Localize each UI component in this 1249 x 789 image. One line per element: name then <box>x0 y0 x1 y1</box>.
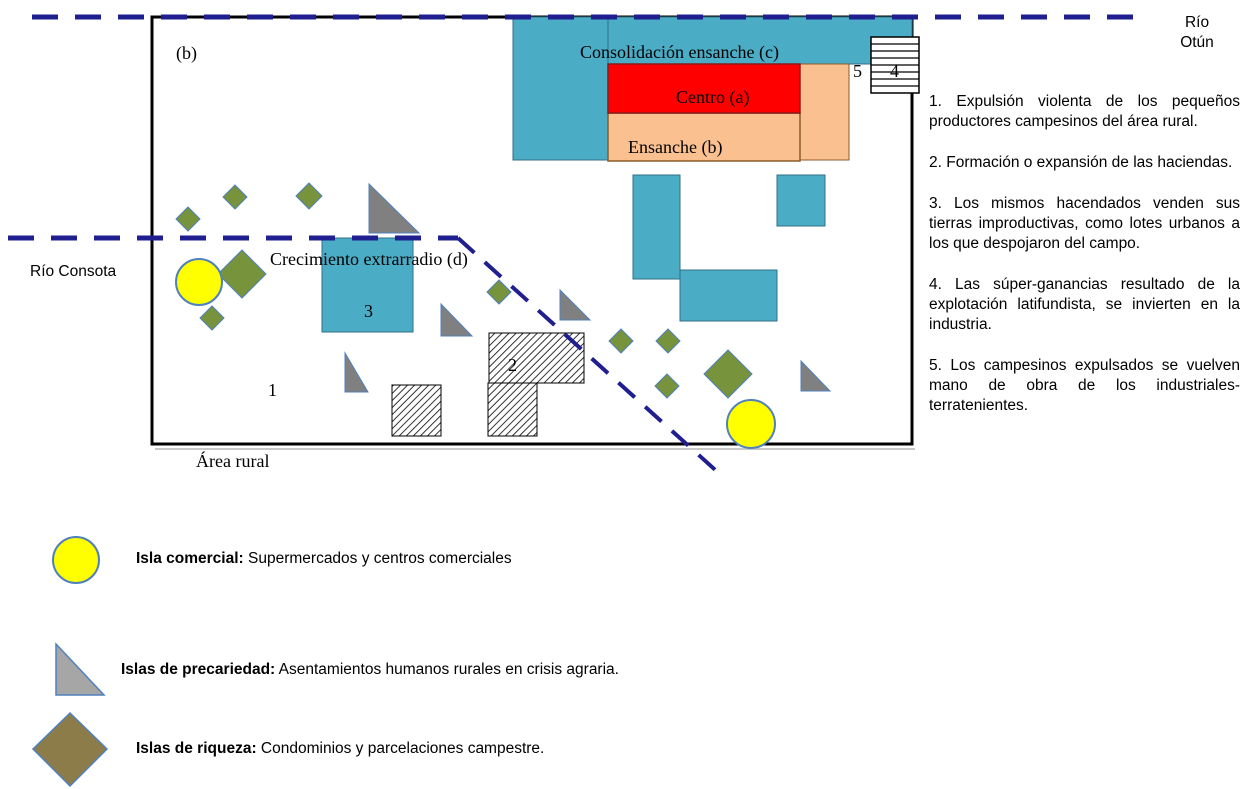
legend-riqueza: Islas de riqueza: Condominios y parcelac… <box>136 740 544 758</box>
riqueza-diamond <box>654 373 680 399</box>
hacienda-block-bottom <box>487 382 538 437</box>
extrarradio-block-small <box>776 174 826 227</box>
legend-comercial-term: Isla comercial: <box>136 550 244 567</box>
riqueza-diamond <box>199 305 225 331</box>
label-crecimiento: Crecimiento extrarradio (d) <box>270 249 468 270</box>
note-5: 5. Los campesinos expulsados se vuelven … <box>929 357 1240 414</box>
legend-precariedad-term: Islas de precariedad: <box>121 661 276 678</box>
riqueza-diamond <box>217 249 267 299</box>
rio-consota-label: Río Consota <box>30 263 117 280</box>
precariedad-triangle <box>800 359 832 392</box>
rio-otun-label: Río Otún <box>1167 13 1227 53</box>
centro-block <box>607 63 801 114</box>
legend-riqueza-desc: Condominios y parcelaciones campestre. <box>256 740 545 757</box>
note-3: 3. Los mismos hacendados venden sus tier… <box>929 195 1240 252</box>
precariedad-triangle <box>440 302 474 337</box>
legend-precariedad: Islas de precariedad: Asentamientos huma… <box>121 661 619 679</box>
label-centro: Centro (a) <box>676 87 749 108</box>
riqueza-diamond <box>295 182 323 210</box>
comercial-circle <box>726 399 776 449</box>
legend-comercial: Isla comercial: Supermercados y centros … <box>136 550 512 568</box>
consolidacion-block-left <box>512 16 609 161</box>
label-consolidacion: Consolidación ensanche (c) <box>580 42 779 63</box>
legend-precariedad-icon <box>55 642 106 696</box>
ensanche-block-right <box>799 63 850 161</box>
label-area-rural: Área rural <box>196 450 269 471</box>
riqueza-diamond <box>175 206 201 232</box>
legend-riqueza-term: Islas de riqueza: <box>136 740 257 757</box>
riqueza-diamonds <box>175 182 753 399</box>
hacienda-block-top <box>488 332 585 384</box>
precariedad-triangle <box>368 182 421 234</box>
label-number-1: 1 <box>268 380 277 400</box>
hacienda-block-left <box>391 384 442 437</box>
label-number-5: 5 <box>853 61 862 81</box>
label-number-2: 2 <box>508 355 517 375</box>
riqueza-diamond <box>608 328 634 354</box>
riqueza-diamond <box>222 184 248 210</box>
riqueza-diamond <box>655 328 681 354</box>
label-ensanche: Ensanche (b) <box>628 137 722 158</box>
label-number-3: 3 <box>364 301 373 321</box>
legend-riqueza-icon <box>31 711 109 788</box>
legend-precariedad-desc: Asentamientos humanos rurales en crisis … <box>275 661 619 678</box>
label-b-corner: (b) <box>176 43 197 64</box>
ensanche-block <box>607 112 801 162</box>
process-notes: 1. Expulsión violenta de los pequeños pr… <box>929 92 1240 437</box>
extrarradio-block-horizontal <box>679 269 778 322</box>
precariedad-triangles <box>344 182 832 393</box>
rio-otun-line2: Otún <box>1180 34 1214 51</box>
note-4: 4. Las súper-ganancias resultado de la e… <box>929 276 1240 333</box>
comercial-circle <box>175 258 223 306</box>
riqueza-diamond <box>486 279 512 305</box>
industry-stripes <box>871 43 919 87</box>
rio-otun-line1: Río <box>1184 14 1210 31</box>
legend-comercial-icon <box>52 536 100 584</box>
legend-comercial-desc: Supermercados y centros comerciales <box>243 550 512 567</box>
precariedad-triangle <box>559 288 592 321</box>
extrarradio-block-3 <box>321 237 414 333</box>
riqueza-diamond <box>703 349 753 399</box>
precariedad-triangle <box>344 351 369 393</box>
extrarradio-block-vertical <box>632 174 681 280</box>
label-number-4: 4 <box>890 61 899 81</box>
rio-consota-diagonal <box>456 236 724 478</box>
note-1: 1. Expulsión violenta de los pequeños pr… <box>929 93 1240 130</box>
note-2: 2. Formación o expansión de las hacienda… <box>929 154 1233 171</box>
